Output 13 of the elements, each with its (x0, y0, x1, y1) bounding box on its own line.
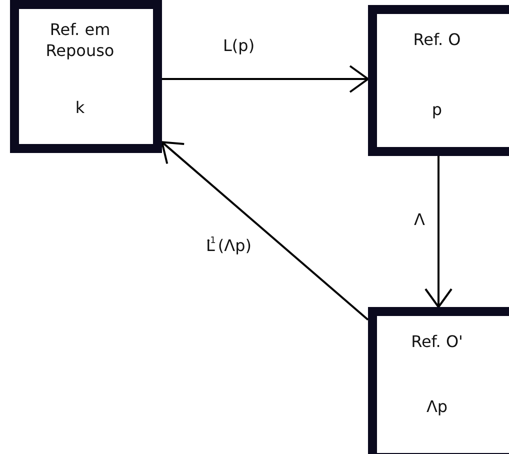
frame-title: Ref. O' (410, 331, 464, 352)
arrow (162, 65, 369, 93)
arrow (424, 156, 452, 308)
frame-title: Ref. O (412, 29, 462, 50)
frame-box (10, 0, 162, 153)
frame-box (368, 307, 509, 454)
momentum-label: p (430, 99, 444, 120)
momentum-label: Λp (425, 396, 449, 417)
edge-label: L(p) (222, 36, 256, 55)
arrow (161, 141, 369, 321)
frame-box (368, 5, 509, 156)
momentum-label: k (74, 97, 86, 118)
frame-title: Ref. em Repouso (44, 19, 116, 61)
